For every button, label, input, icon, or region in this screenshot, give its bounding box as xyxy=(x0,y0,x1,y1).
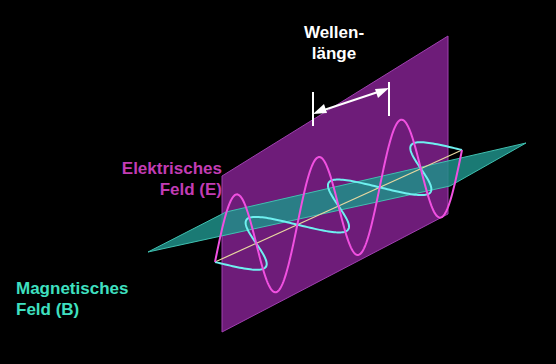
waves xyxy=(215,120,462,293)
magnetic-field-label: Magnetisches Feld (B) xyxy=(16,278,156,320)
wavelength-label: Wellen- länge xyxy=(292,22,376,64)
electric-wave xyxy=(215,120,462,293)
wavelength-marker xyxy=(313,82,389,126)
electric-field-label: Elektrisches Feld (E) xyxy=(92,158,222,200)
